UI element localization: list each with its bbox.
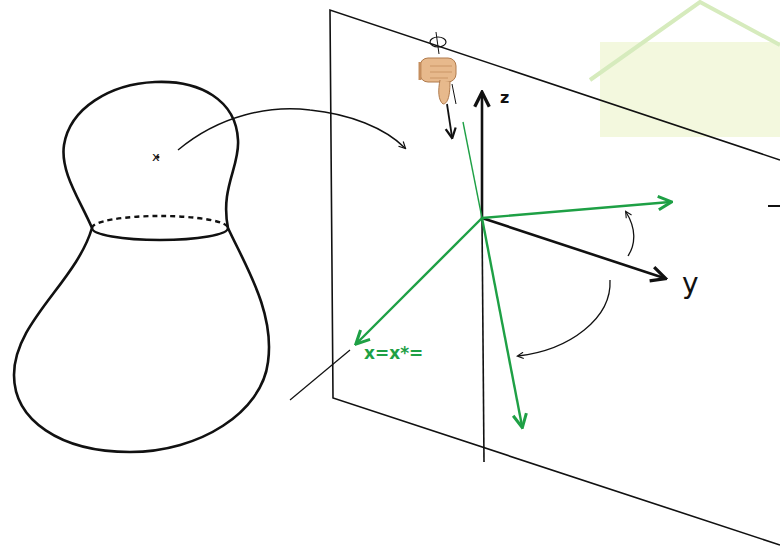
surface-ring-back: [92, 216, 228, 228]
thumb-axis: [436, 32, 439, 54]
axis-label: y: [682, 270, 699, 298]
rotated-axis: [463, 122, 482, 218]
rotated-axis: [482, 202, 670, 218]
faint-line: [590, 2, 780, 80]
thumbs-down-hand: [420, 58, 456, 104]
thumb-arrow: [447, 104, 452, 137]
surface-ring-front: [92, 228, 228, 240]
plane: [330, 10, 780, 545]
edge-mark: [768, 205, 780, 207]
rotated-axis: [482, 218, 522, 426]
z-axis: [481, 94, 484, 218]
faint-panel: [600, 42, 780, 137]
point-label: x: [152, 150, 160, 163]
rotated-axis: [357, 218, 482, 343]
mapping-arrow: [178, 109, 405, 150]
axis-line: [482, 218, 484, 462]
surface-outline: [14, 82, 269, 452]
twist-arc: [430, 37, 446, 47]
axis-label: z: [500, 90, 509, 106]
thumb-axis: [452, 84, 456, 104]
axis-label: x=x*=: [364, 345, 423, 362]
leader-line: [290, 350, 350, 400]
y-axis: [482, 218, 664, 278]
rotation-arrow: [518, 280, 610, 356]
rotation-arrow: [626, 212, 634, 256]
